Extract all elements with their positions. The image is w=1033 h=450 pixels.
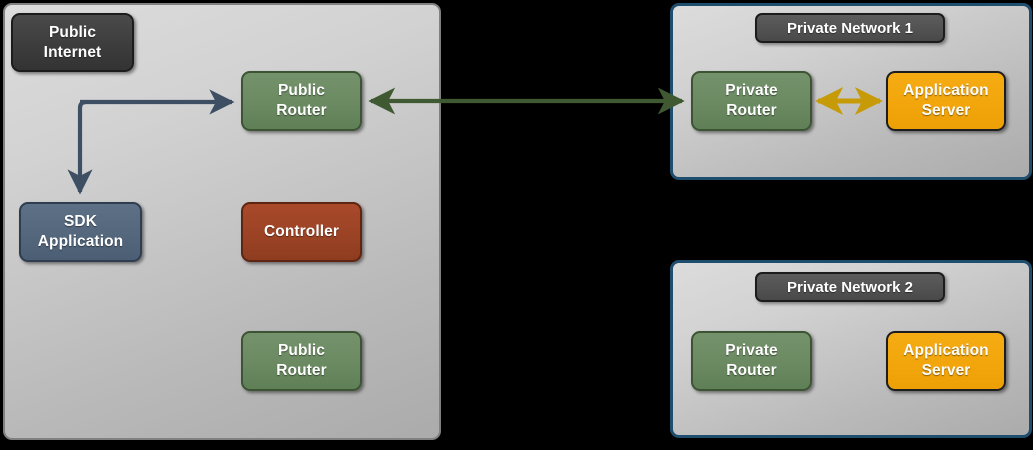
badge-private-network-2: Private Network 2 (755, 272, 945, 302)
badge-private-network-1: Private Network 1 (755, 13, 945, 43)
badge-private-network-1-label: Private Network 1 (787, 19, 913, 37)
node-controller[interactable]: Controller (241, 202, 362, 262)
node-controller-label: Controller (263, 223, 340, 241)
badge-private-network-2-label: Private Network 2 (787, 278, 913, 296)
